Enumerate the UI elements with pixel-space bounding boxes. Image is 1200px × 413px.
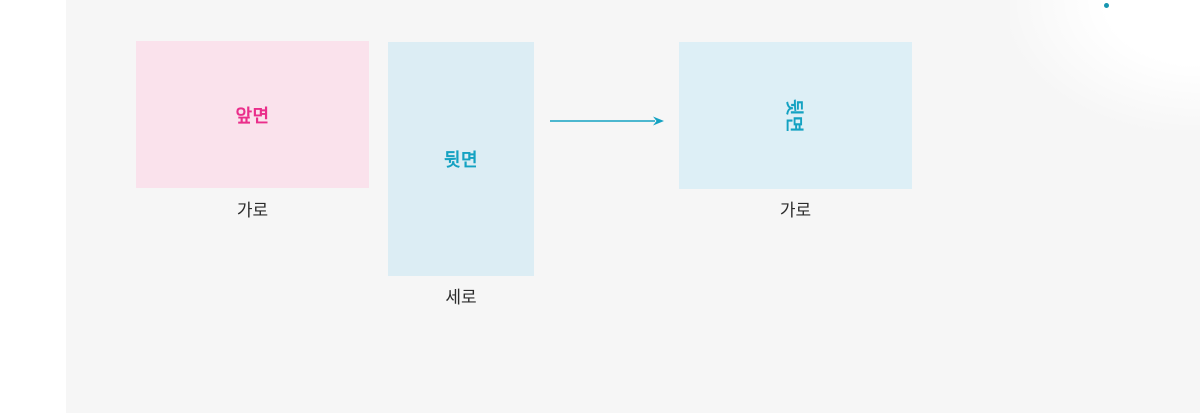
back-face-rotated-caption: 가로 xyxy=(779,201,812,220)
front-face-label: 앞면 xyxy=(235,105,270,126)
back-face-rotated-box: 뒷면 xyxy=(679,42,912,189)
teal-dot-icon xyxy=(1104,3,1109,8)
back-face-vertical-label: 뒷면 xyxy=(443,150,479,170)
front-face-box: 앞면 xyxy=(136,41,369,188)
back-face-vertical-caption: 세로 xyxy=(445,288,477,307)
arrow-right-icon xyxy=(550,116,664,126)
front-face-caption: 가로 xyxy=(236,201,269,220)
back-face-vertical-box: 뒷면 xyxy=(388,42,534,276)
back-face-rotated-label: 뒷면 xyxy=(784,98,805,133)
